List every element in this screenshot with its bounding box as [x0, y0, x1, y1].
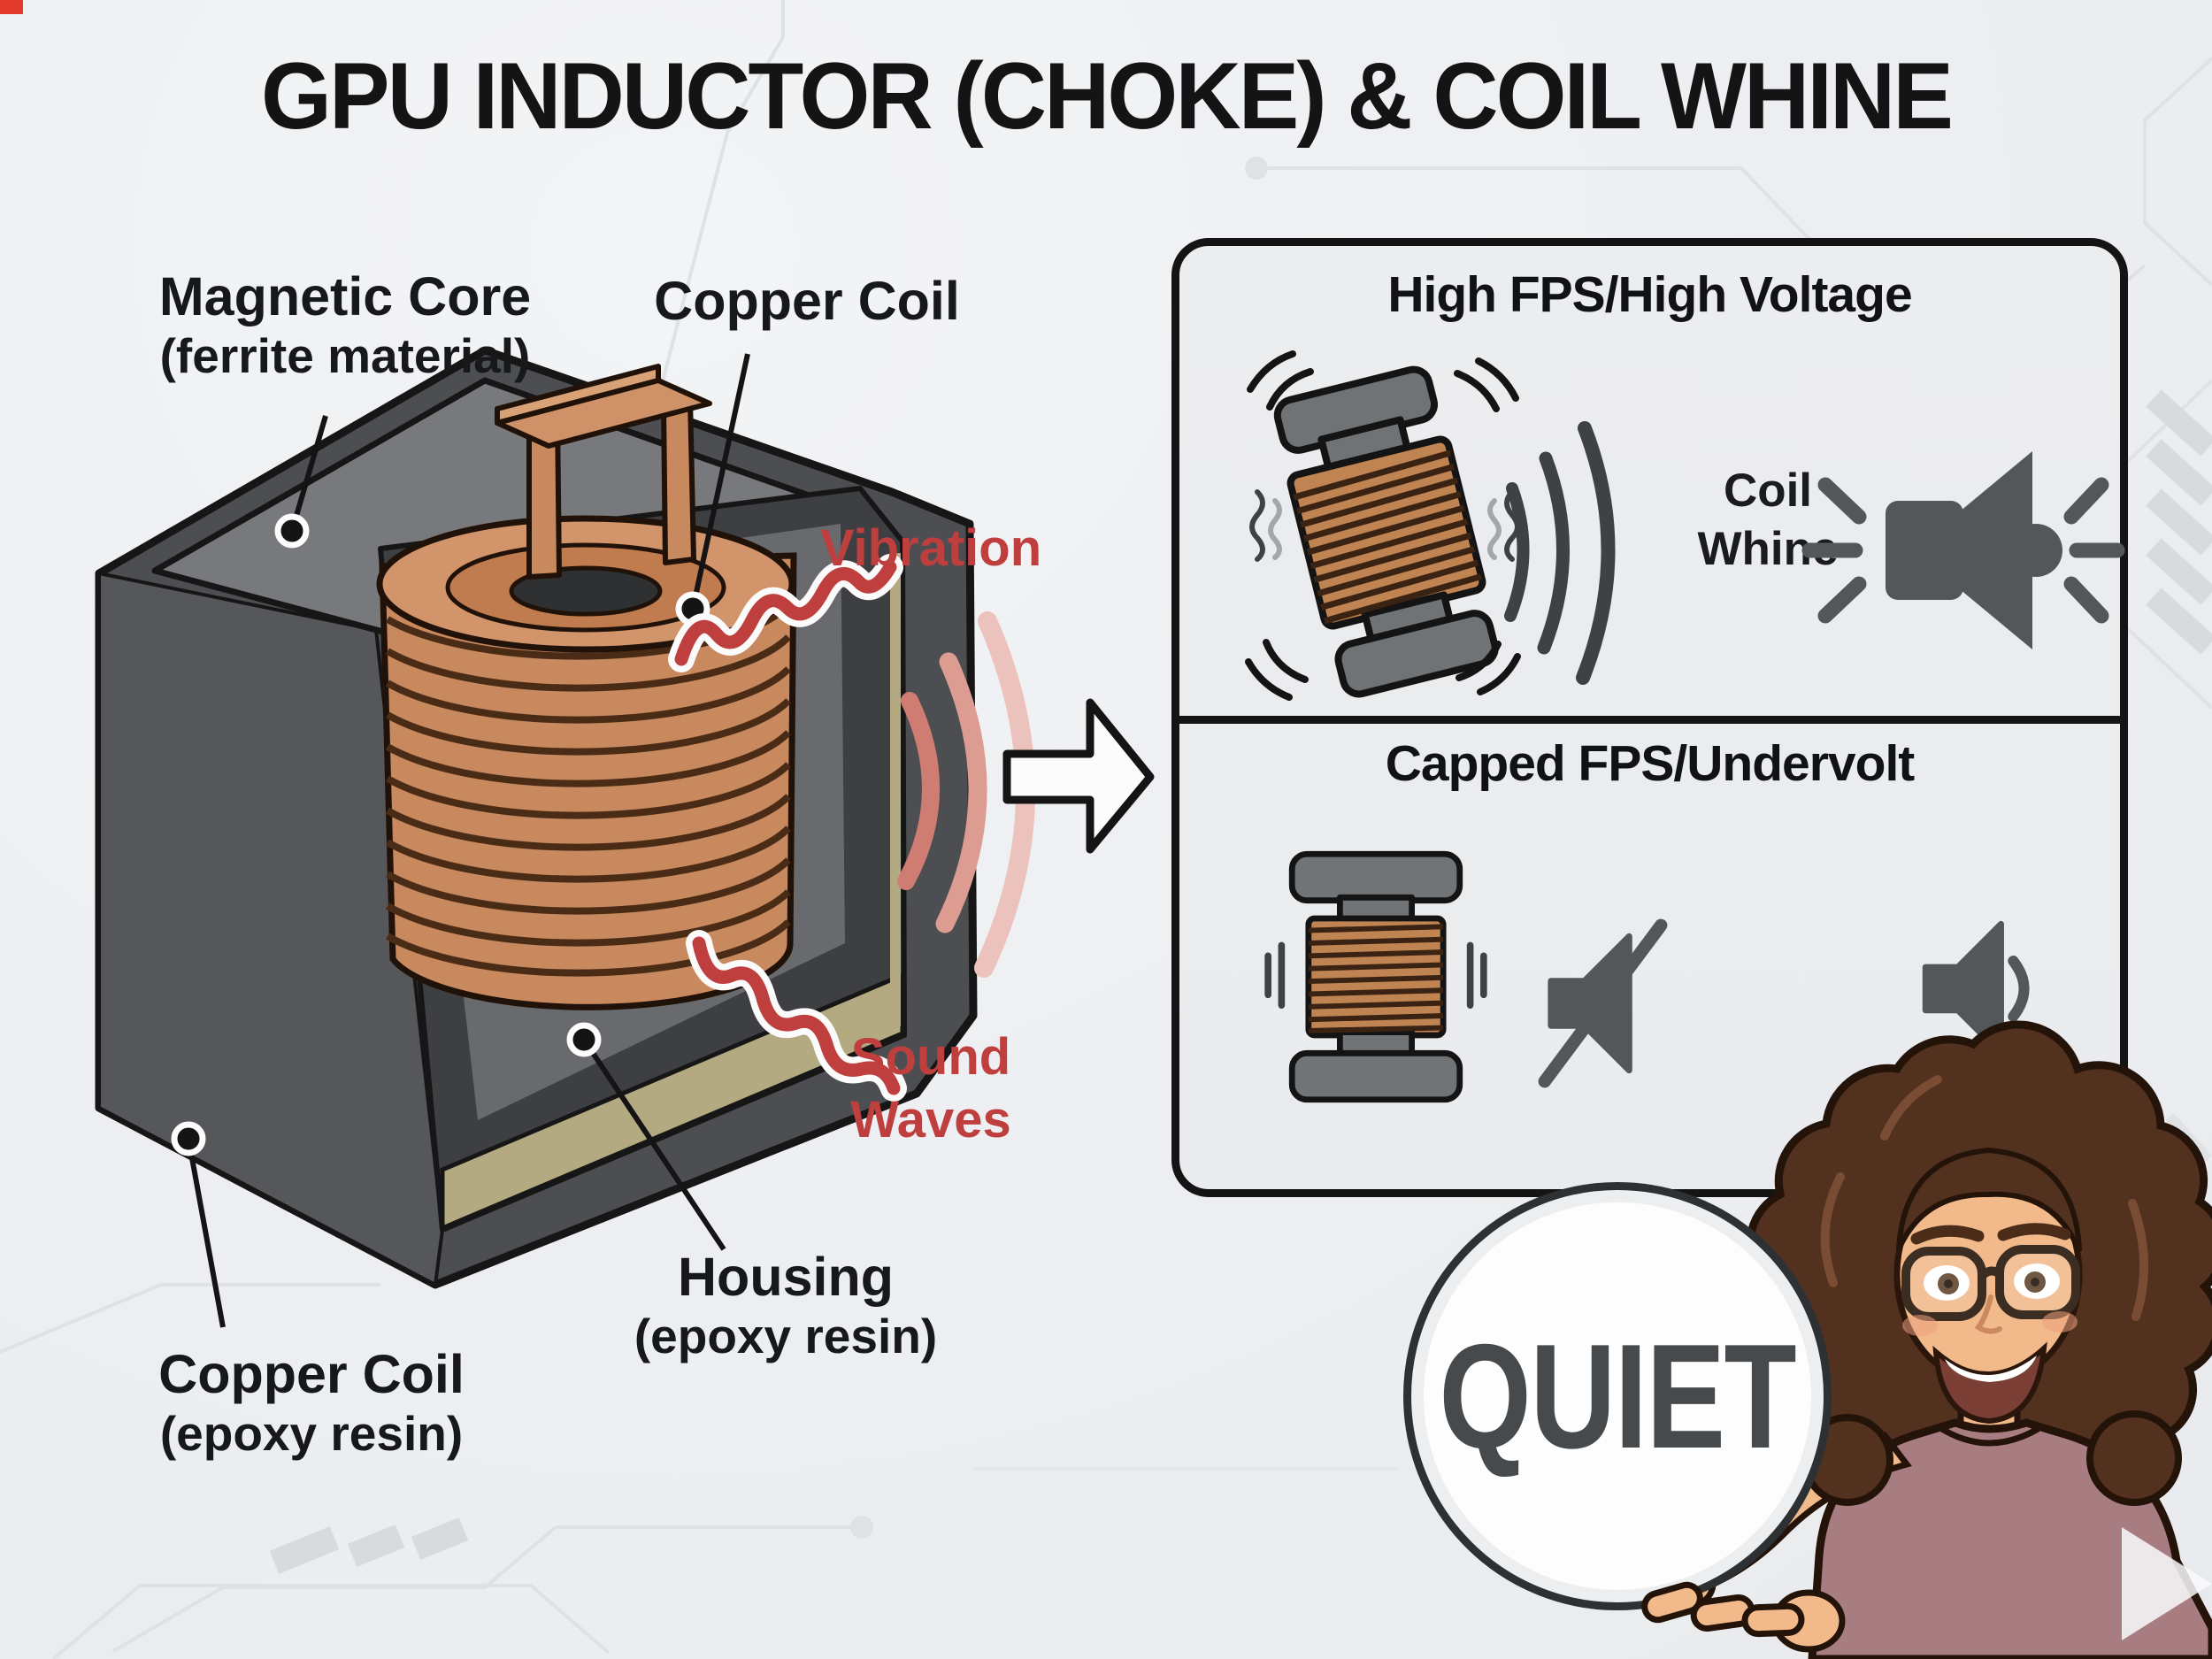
chevron-decoration	[2122, 1527, 2212, 1640]
coil-whine-line1: Coil	[1723, 465, 1813, 517]
avatar-hand-fingers	[1641, 1581, 1846, 1653]
label-copper-coil-top: Copper Coil	[630, 270, 984, 333]
comparison-panel: High FPS/High Voltage	[1171, 238, 2128, 1197]
label-sound-waves: Sound Waves	[754, 1026, 1108, 1152]
label-copper-coil-bottom-line2: (epoxy resin)	[159, 1405, 464, 1461]
epoxy-floor	[440, 972, 905, 1232]
label-magnetic-core-line2: (ferrite material)	[159, 327, 531, 383]
high-fps-section: High FPS/High Voltage	[1179, 246, 2125, 716]
coil-windings	[386, 603, 791, 977]
capped-fps-title: Capped FPS/Undervolt	[1385, 735, 1916, 792]
inductor-still-icon	[1264, 850, 1487, 1103]
panel-divider	[1179, 716, 2121, 724]
quiet-badge: QUIET	[1403, 1182, 1832, 1610]
page-title: GPU INDUCTOR (CHOKE) & COIL WHINE	[261, 42, 1954, 149]
label-copper-coil-bottom: Copper Coil (epoxy resin)	[90, 1343, 533, 1463]
quiet-badge-text: QUIET	[1439, 1312, 1797, 1479]
vibration-squiggles	[668, 554, 907, 1102]
sound-arcs-icon	[1504, 421, 1616, 685]
leader-dots	[171, 513, 710, 1156]
label-vibration: Vibration	[819, 519, 1042, 577]
high-fps-title: High FPS/High Voltage	[1387, 266, 1912, 323]
label-sound-line1: Sound	[850, 1028, 1011, 1086]
speaker-loud-icon	[1801, 451, 2125, 649]
label-copper-coil-top-text: Copper Coil	[654, 271, 960, 331]
label-magnetic-core: Magnetic Core (ferrite material)	[84, 265, 606, 385]
label-copper-coil-bottom-line1: Copper Coil	[158, 1344, 465, 1404]
inductor-vibrating-icon	[1245, 350, 1521, 701]
label-housing: Housing (epoxy resin)	[609, 1246, 963, 1365]
label-sound-line2: Waves	[850, 1090, 1011, 1148]
label-housing-line1: Housing	[678, 1247, 894, 1307]
glasses	[1901, 1245, 2080, 1321]
leader-lines	[186, 353, 750, 1328]
label-magnetic-core-line1: Magnetic Core	[158, 266, 532, 326]
dot-magnetic-core	[274, 513, 310, 549]
avatar-smile	[1932, 1341, 2047, 1425]
dot-copper-coil-bottom	[171, 1121, 206, 1156]
coil-terminal	[495, 364, 712, 580]
corner-artifact	[0, 0, 23, 14]
speaker-muted-icon	[1538, 918, 1668, 1088]
arrow-right-icon	[1002, 698, 1155, 854]
label-housing-line2: (epoxy resin)	[634, 1308, 938, 1363]
capped-fps-section: Capped FPS/Undervolt	[1179, 724, 2120, 1205]
dot-housing	[566, 1022, 602, 1057]
